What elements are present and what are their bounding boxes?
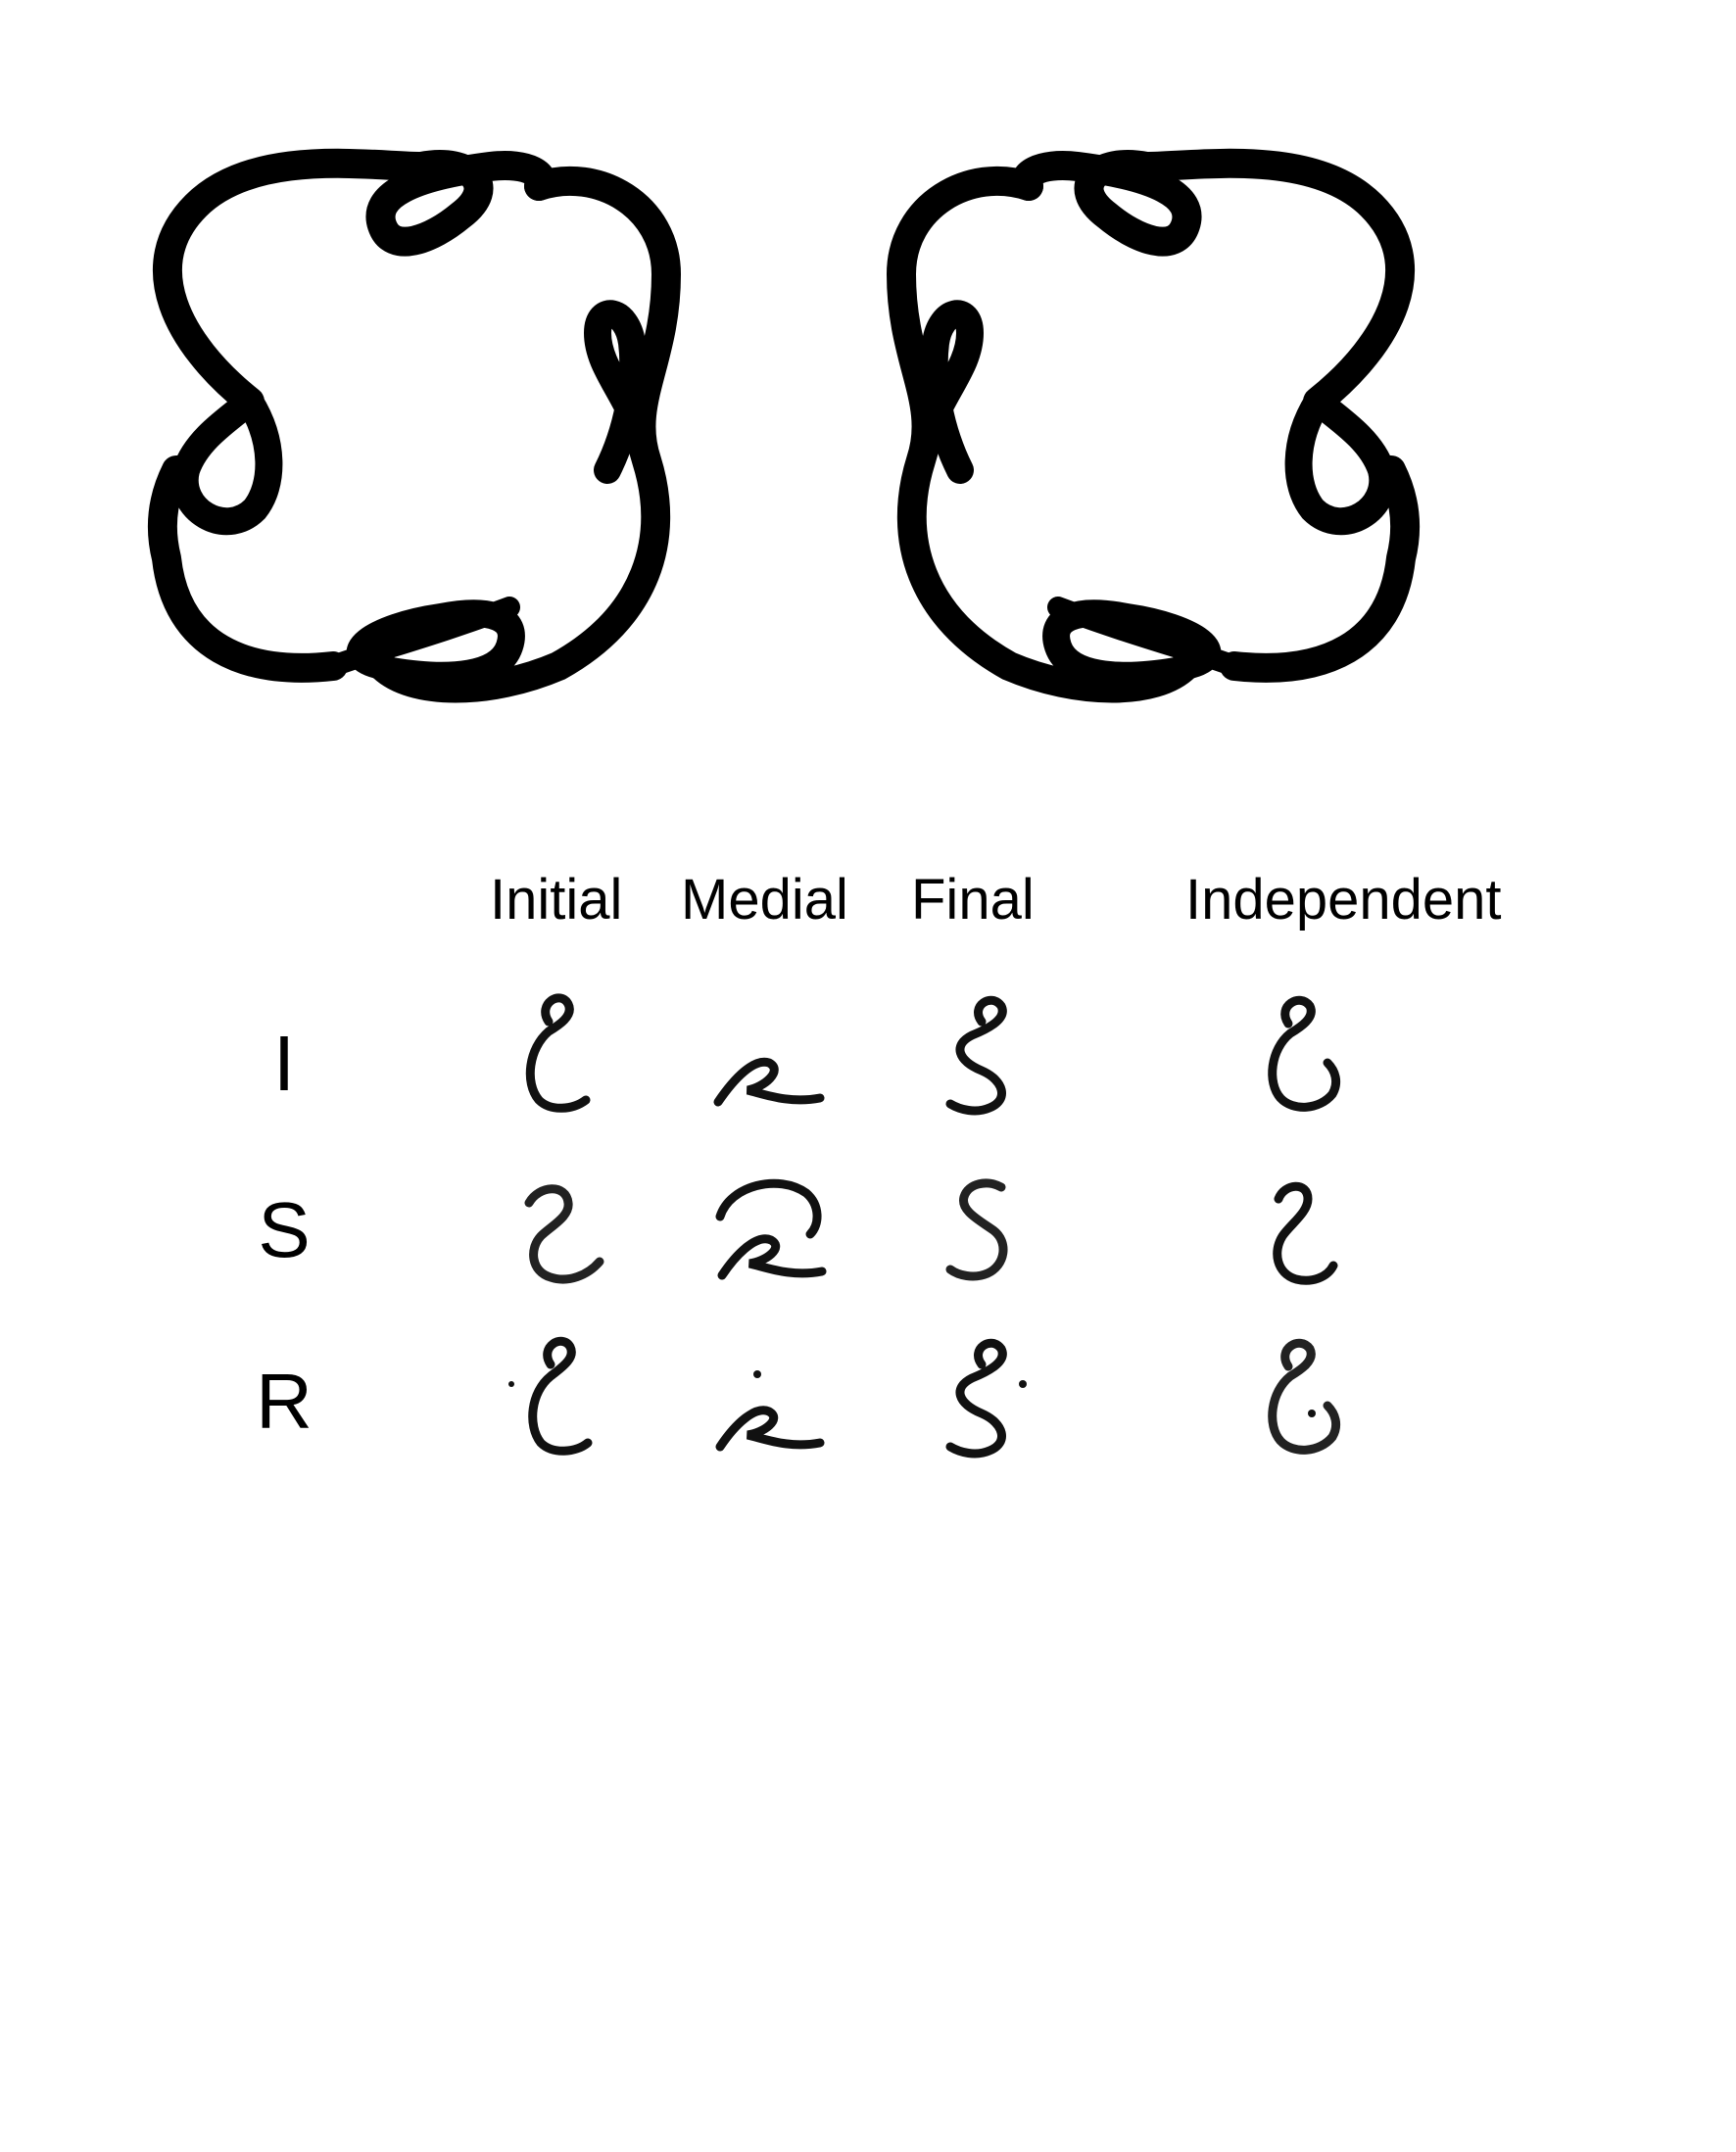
row-label-r: R xyxy=(256,1358,313,1445)
glyph-r-independent-icon xyxy=(1230,1327,1376,1474)
glyph-s-final-icon xyxy=(911,1156,1058,1303)
glyph-i-initial-icon xyxy=(490,984,637,1131)
row-label-s: S xyxy=(258,1186,311,1273)
column-header-initial: Initial xyxy=(490,868,623,932)
glyph-r-final-icon xyxy=(911,1327,1058,1474)
glyph-i-final-icon xyxy=(911,984,1058,1131)
glyph-s-independent-icon xyxy=(1230,1156,1376,1303)
glyph-i-medial-icon xyxy=(700,984,847,1131)
glyph-r-initial-icon xyxy=(490,1327,637,1474)
knot-left-icon xyxy=(137,147,715,705)
glyph-s-initial-icon xyxy=(490,1156,637,1303)
column-header-final: Final xyxy=(911,868,1035,932)
glyph-i-independent-icon xyxy=(1230,984,1376,1131)
glyph-s-medial-icon xyxy=(700,1156,847,1303)
column-header-independent: Independent xyxy=(1185,868,1502,932)
row-label-i: I xyxy=(272,1020,296,1107)
glyph-r-medial-icon xyxy=(700,1327,847,1474)
column-header-medial: Medial xyxy=(681,868,848,932)
knot-right-icon xyxy=(852,147,1430,705)
